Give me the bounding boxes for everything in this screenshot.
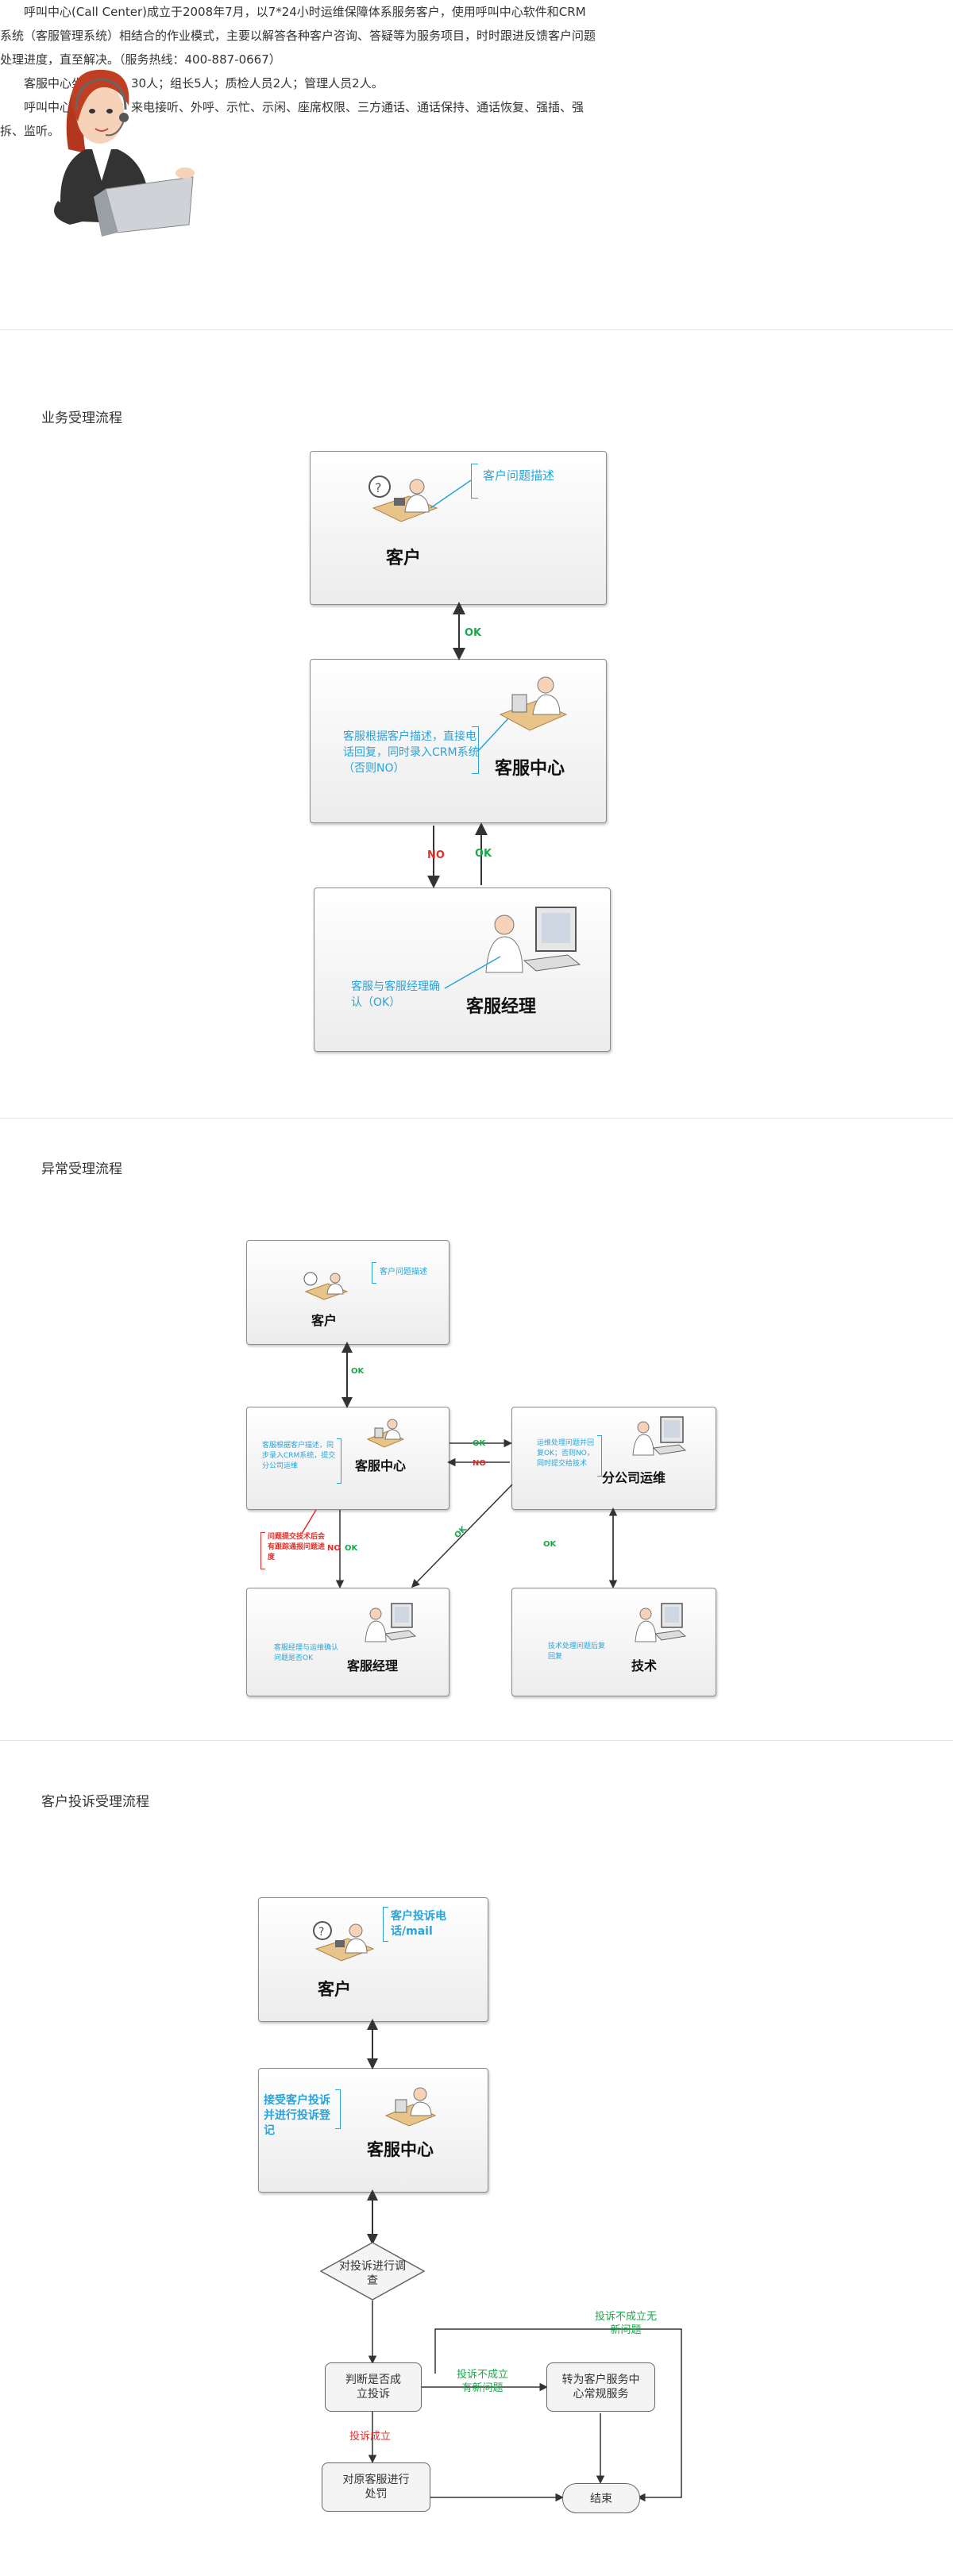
section-title-complaint: 客户投诉受理流程 [41, 1794, 149, 1810]
service-note-2: 客服根据客户描述，同步录入CRM系统，提交分公司运维 [262, 1442, 336, 1470]
customer-label-2: 客户 [311, 1313, 338, 1328]
label-ok-1: OK [465, 627, 482, 639]
branch-note: 运维处理问题并回复OK；否则NO，同时提交给技术 [537, 1439, 595, 1468]
label-ok-h: OK [473, 1439, 486, 1448]
punish-box: 对原客服进行处罚 [322, 2462, 430, 2512]
customer-label: 客户 [386, 549, 422, 568]
punish-label: 对原客服进行处罚 [342, 2474, 410, 2501]
label-no-no-issue: 投诉不成立无新问题 [594, 2311, 657, 2336]
customer-note-bracket [372, 1262, 376, 1284]
service-label-3: 客服中心 [367, 2140, 434, 2159]
manager-label: 客服经理 [466, 997, 537, 1017]
node-service-center-3 [258, 2068, 488, 2193]
tech-note: 技术处理问题后复回复 [548, 1642, 606, 1661]
service-agent-icon [365, 1417, 405, 1449]
tech-icon [631, 1600, 687, 1643]
divider [0, 329, 953, 330]
judge-label: 判断是否成立投诉 [345, 2374, 401, 2401]
label-ok-v2: OK [345, 1544, 358, 1553]
divider [0, 1118, 953, 1119]
customer-note-bracket [383, 1907, 388, 1942]
service-note-bracket [337, 1438, 341, 1484]
label-ok-right: OK [543, 1540, 557, 1549]
service-label-2: 客服中心 [355, 1458, 407, 1473]
label-no-new-issue: 投诉不成立有新问题 [456, 2369, 508, 2394]
transfer-box: 转为客户服务中心常规服务 [546, 2362, 655, 2412]
divider [0, 1740, 953, 1741]
tech-label: 技术 [631, 1658, 658, 1673]
customer-note-2: 客户问题描述 [380, 1268, 427, 1276]
label-ok-v: OK [351, 1367, 365, 1376]
investigate-label: 对投诉进行调查 [339, 2260, 406, 2287]
svg-text:?: ? [318, 1926, 324, 1939]
red-note-bracket [260, 1532, 265, 1569]
transfer-label: 转为客户服务中心常规服务 [561, 2374, 640, 2401]
service-agent-icon [383, 2084, 438, 2127]
node-customer-3 [258, 1897, 488, 2022]
node-service-center [310, 659, 607, 823]
customer-note-bracket [471, 464, 478, 499]
branch-label: 分公司运维 [602, 1470, 666, 1485]
label-complaint-valid: 投诉成立 [349, 2431, 392, 2443]
svg-text:?: ? [375, 480, 382, 495]
branch-note-bracket [597, 1435, 602, 1477]
customer-note-3: 客户投诉电话/mail [391, 1910, 446, 1938]
service-note-3: 接受客户投诉并进行投诉登记 [264, 2094, 330, 2137]
label-no-h: NO [473, 1459, 486, 1468]
intro-paragraph-3: 呼叫中心主要功能：来电接听、外呼、示忙、示闲、座席权限、三方通话、通话保持、通话… [0, 100, 585, 138]
node-manager-2 [246, 1588, 449, 1696]
service-note-bracket [472, 726, 479, 774]
manager-label-2: 客服经理 [347, 1658, 399, 1673]
label-ok-diag: OK [453, 1524, 469, 1541]
service-note-bracket [335, 2089, 341, 2129]
manager-icon [476, 901, 584, 976]
manager-icon [361, 1600, 417, 1643]
red-note: 问题提交技术后会有跟踪通报问题进度 [268, 1533, 326, 1561]
node-customer [310, 451, 607, 605]
label-no: NO [427, 849, 445, 861]
branch-ops-icon [627, 1413, 687, 1457]
customer-note: 客户问题描述 [483, 468, 555, 483]
customer-icon: ? [365, 464, 441, 528]
service-agent-icon [496, 671, 568, 734]
manager-note: 客服与客服经理确认（OK） [351, 980, 440, 1009]
service-note: 客服根据客户描述，直接电话回复，同时录入CRM系统（否则NO） [343, 730, 480, 775]
customer-service-avatar-illustration [30, 62, 201, 241]
section-title-exception: 异常受理流程 [41, 1161, 122, 1177]
end-terminal: 结束 [562, 2483, 640, 2513]
manager-note-2: 客服经理与运维确认问题是否OK [274, 1644, 339, 1662]
customer-icon [302, 1266, 349, 1302]
node-customer-2 [246, 1240, 449, 1345]
section-title-business: 业务受理流程 [41, 410, 122, 426]
intro-text: 呼叫中心(Call Center)成立于2008年7月，以7*24小时运维保障体… [0, 0, 596, 143]
label-ok-2: OK [475, 848, 492, 860]
intro-paragraph-1: 呼叫中心(Call Center)成立于2008年7月，以7*24小时运维保障体… [0, 5, 596, 67]
customer-icon: ? [310, 1913, 377, 1965]
customer-label-3: 客户 [318, 1980, 351, 1999]
end-label: 结束 [590, 2493, 612, 2505]
judge-box: 判断是否成立投诉 [325, 2362, 422, 2412]
service-label: 客服中心 [495, 759, 565, 779]
label-no-v: NO [327, 1544, 341, 1553]
